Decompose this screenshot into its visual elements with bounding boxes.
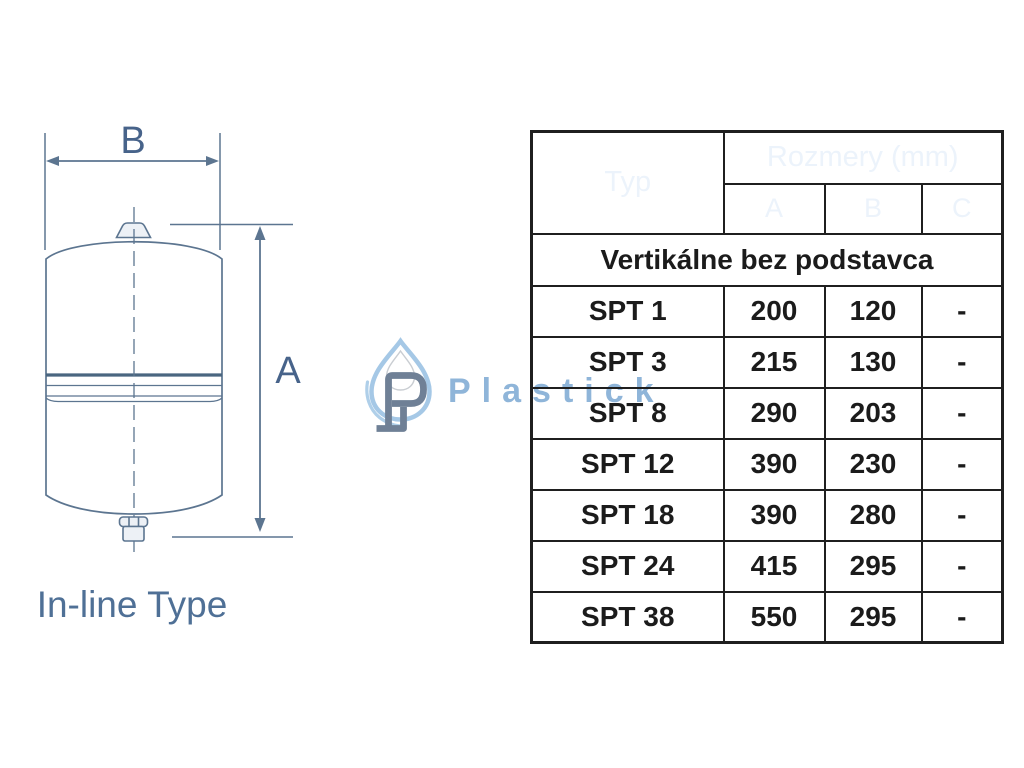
- table-subheader-row: A B C: [532, 182, 1004, 235]
- table-row: SPT 1 200 120 -: [530, 284, 1004, 338]
- inner-drop-icon: [385, 349, 416, 391]
- dim-b-label: B: [120, 120, 145, 162]
- dim-a-label: A: [275, 350, 301, 392]
- cell-a: 390: [722, 437, 826, 491]
- dimensions-table: Typ Rozmery (mm) A B C Vertikálne bez po…: [530, 130, 1004, 644]
- header-col-b: B: [823, 182, 923, 235]
- header-rozmery: Rozmery (mm): [722, 130, 1004, 185]
- tank-outline: [45, 240, 223, 515]
- dim-b-arrow: [46, 156, 219, 166]
- dim-a-arrow: [254, 226, 266, 532]
- table-row: SPT 8 290 203 -: [530, 386, 1004, 440]
- cell-a: 415: [722, 539, 826, 593]
- table-row: SPT 12 390 230 -: [530, 437, 1004, 491]
- cell-c: -: [920, 335, 1004, 389]
- cell-c: -: [920, 488, 1004, 542]
- tank-diagram: B A: [37, 120, 302, 625]
- cell-c: -: [920, 437, 1004, 491]
- cell-a: 390: [722, 488, 826, 542]
- table-row: SPT 38 550 295 -: [530, 590, 1004, 644]
- logo-p-glyph: [376, 372, 427, 432]
- cell-b: 280: [823, 488, 923, 542]
- table-row: SPT 18 390 280 -: [530, 488, 1004, 542]
- cell-c: -: [920, 386, 1004, 440]
- dim-a-reference-lines: [170, 223, 293, 538]
- cell-c: -: [920, 539, 1004, 593]
- table-header-row: Typ Rozmery (mm): [530, 130, 1004, 235]
- cell-b: 130: [823, 335, 923, 389]
- cell-typ: SPT 1: [530, 284, 725, 338]
- diagram-caption: In-line Type: [37, 584, 228, 625]
- cell-typ: SPT 38: [530, 590, 725, 644]
- cell-a: 290: [722, 386, 826, 440]
- cell-c: -: [920, 284, 1004, 338]
- cell-typ: SPT 24: [530, 539, 725, 593]
- cell-a: 550: [722, 590, 826, 644]
- cell-b: 120: [823, 284, 923, 338]
- cell-a: 215: [722, 335, 826, 389]
- cell-b: 295: [823, 539, 923, 593]
- header-col-a: A: [722, 182, 826, 235]
- drop-crescent-icon: [365, 380, 402, 428]
- dim-b-extension-lines: [44, 133, 221, 250]
- table-section-row: Vertikálne bez podstavca: [530, 232, 1004, 287]
- cell-b: 230: [823, 437, 923, 491]
- cell-b: 295: [823, 590, 923, 644]
- table-row: SPT 3 215 130 -: [530, 335, 1004, 389]
- header-col-c: C: [920, 182, 1004, 235]
- cell-typ: SPT 3: [530, 335, 725, 389]
- table-row: SPT 24 415 295 -: [530, 539, 1004, 593]
- water-drop-logo: [365, 337, 432, 432]
- bottom-fitting-icon: [118, 516, 149, 542]
- section-title: Vertikálne bez podstavca: [530, 232, 1004, 287]
- header-typ: Typ: [530, 130, 725, 235]
- cell-typ: SPT 8: [530, 386, 725, 440]
- cell-a: 200: [722, 284, 826, 338]
- cell-b: 203: [823, 386, 923, 440]
- cell-typ: SPT 18: [530, 488, 725, 542]
- cell-c: -: [920, 590, 1004, 644]
- cell-typ: SPT 12: [530, 437, 725, 491]
